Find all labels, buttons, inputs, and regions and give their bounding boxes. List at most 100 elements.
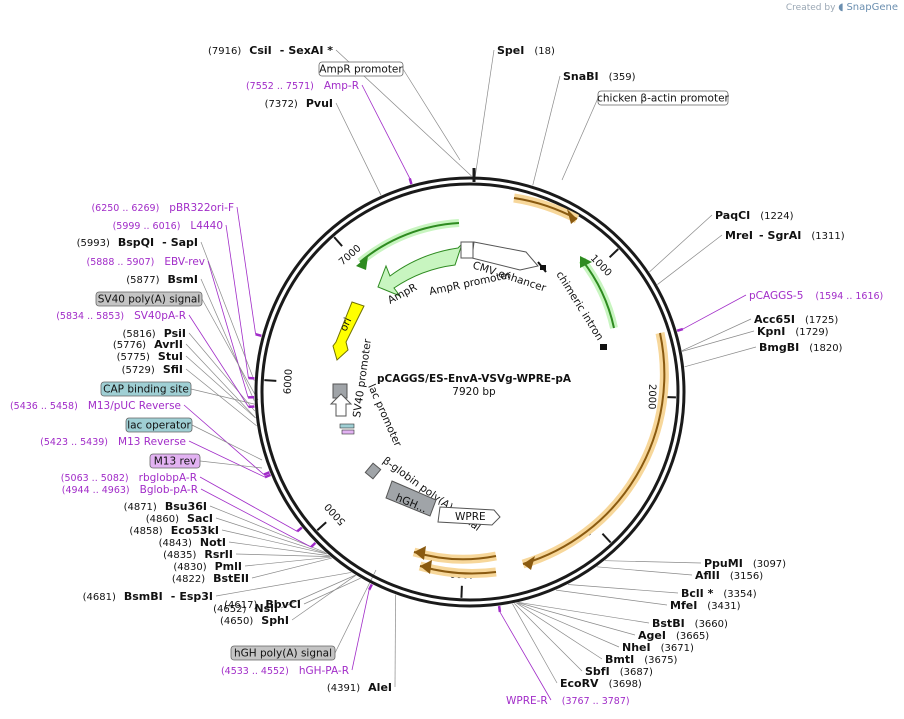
leader-rsrii: [235, 553, 331, 557]
primer-wpre-r[interactable]: WPRE-R(3767 .. 3787): [506, 695, 630, 707]
site-bsmi[interactable]: (5877)BsmI: [126, 273, 198, 286]
primer-bglob-pa-r[interactable]: (4944 .. 4963)Bglob-pA-R: [62, 484, 198, 496]
site-agei[interactable]: AgeI(3665): [638, 629, 709, 642]
tick-6000: [264, 379, 277, 382]
box-label-hgh-polya-signal: hGH poly(A) signal: [234, 648, 332, 660]
site-mrei[interactable]: MreI-SgrAI(1311): [725, 229, 845, 242]
site-saci[interactable]: (4860)SacI: [146, 512, 213, 525]
site-kpni[interactable]: KpnI(1729): [757, 325, 829, 338]
site-noti[interactable]: (4843)NotI: [159, 536, 226, 549]
primer-hgh-pa-r[interactable]: (4533 .. 4552)hGH-PA-R: [221, 665, 349, 677]
primer-m13-puc-reverse[interactable]: (5436 .. 5458)M13/pUC Reverse: [10, 400, 181, 412]
site-bsmbi[interactable]: (4681)BsmBI-Esp3I: [83, 590, 213, 603]
site-sbfi[interactable]: SbfI(3687): [585, 665, 653, 678]
box-label-chicken-actin-promoter: chicken β-actin promoter: [597, 93, 729, 105]
site-ecorv[interactable]: EcoRV(3698): [560, 677, 642, 690]
leader-hgh-pa-r: [351, 589, 370, 671]
site-bstbi[interactable]: BstBI(3660): [652, 617, 728, 630]
site-mfei[interactable]: MfeI(3431): [670, 599, 741, 612]
leader-mrei: [657, 234, 723, 285]
site-bbvci[interactable]: (4617)BbvCI: [224, 598, 301, 611]
primer-sv40pa-r[interactable]: (5834 .. 5853)SV40pA-R: [56, 310, 186, 322]
site-sphi[interactable]: (4650)SphI: [220, 614, 289, 627]
site-pmli[interactable]: (4830)PmlI: [173, 560, 242, 573]
lac-promoter-feature[interactable]: [329, 393, 353, 417]
leader-bmti: [516, 602, 603, 660]
ampr-promoter-feature: [460, 241, 474, 259]
site-bmti[interactable]: BmtI(3675): [605, 653, 678, 666]
ori-feature[interactable]: [332, 301, 365, 361]
box-chicken-actin-promoter[interactable]: [597, 90, 729, 106]
site-rsrii[interactable]: (4835)RsrII: [163, 548, 233, 561]
tick-label-2000: 2000: [646, 384, 658, 410]
site-alei[interactable]: (4391)AleI: [327, 681, 392, 694]
site-spei[interactable]: SpeI(18): [497, 44, 555, 57]
orange-features: [412, 193, 669, 579]
site-nhei[interactable]: NheI(3671): [622, 641, 694, 654]
box-hgh-polya-signal[interactable]: [230, 645, 336, 661]
tick-4000: [460, 585, 463, 598]
site-psii[interactable]: (5816)PsiI: [122, 327, 186, 340]
primer-pcaggs-5[interactable]: pCAGGS-5(1594 .. 1616): [749, 290, 883, 302]
primer-amp-r[interactable]: (7552 .. 7571)Amp-R: [246, 80, 359, 92]
leader-chicken-actin-promoter: [561, 97, 599, 181]
primer-mark-wpre-r: [497, 605, 502, 613]
site-avrii[interactable]: (5776)AvrII: [113, 338, 183, 351]
site-bspqi[interactable]: (5993)BspQI-SapI: [77, 236, 198, 249]
site-eco53ki[interactable]: (4858)Eco53kI: [129, 524, 219, 537]
leader-amp-r: [361, 84, 411, 179]
green-arc-1: [359, 222, 460, 263]
leader-nhei: [516, 602, 620, 648]
site-csii[interactable]: (7916)CsiI-SexAI *: [208, 44, 333, 57]
primer-mark-m13-puc-reverse: [263, 471, 270, 476]
site-aflii[interactable]: AflII(3156): [695, 569, 763, 582]
orange-arc-2: [522, 332, 666, 565]
leader-bmgbi: [684, 346, 757, 368]
ampr-feature[interactable]: [377, 243, 463, 298]
primer-ebv-rev[interactable]: (5888 .. 5907)EBV-rev: [87, 256, 206, 268]
box-m13-rev[interactable]: [149, 453, 201, 469]
site-sfii[interactable]: (5729)SfiI: [122, 363, 183, 376]
box-lac-operator[interactable]: [125, 417, 193, 433]
site-stui[interactable]: (5775)StuI: [117, 350, 183, 363]
primer-pbr322ori-f[interactable]: (6250 .. 6269)pBR322ori-F: [91, 202, 234, 214]
leader-bsmi: [200, 278, 255, 401]
primer-mark-bglob-pa-r: [310, 541, 317, 548]
leader-mfei: [555, 589, 668, 606]
primer-m13-reverse[interactable]: (5423 .. 5439)M13 Reverse: [40, 436, 186, 448]
box-label-m13-rev: M13 rev: [154, 456, 197, 468]
site-bcli[interactable]: BclI *(3354): [681, 587, 757, 600]
site-bmgbi[interactable]: BmgBI(1820): [759, 341, 843, 354]
leader-m13-reverse: [188, 440, 266, 478]
box-label-lac-operator: lac operator: [127, 420, 191, 432]
leader-pbr322ori-f: [236, 206, 257, 335]
leader-cap-binding-site: [190, 388, 259, 406]
hgh-feature[interactable]: [385, 480, 437, 517]
feature-box-labels: AmpR promoter chicken β-actin promoterSV4…: [95, 61, 730, 661]
leader-ebv-rev: [207, 260, 249, 398]
leader-saci: [215, 517, 328, 555]
box-cap-binding-site[interactable]: [100, 381, 192, 397]
site-pvui[interactable]: (7372)PvuI: [265, 97, 333, 110]
ampr-promoter-label: AmpR promoter: [428, 269, 513, 298]
cap-site-feature: [341, 429, 355, 435]
box-ampr-promoter[interactable]: [318, 61, 404, 77]
site-nsii[interactable]: (4652)NsiI: [213, 602, 278, 615]
site-ppumi[interactable]: PpuMI(3097): [704, 557, 786, 570]
tick-label-6000: 6000: [283, 369, 295, 395]
primer-l4440[interactable]: (5999 .. 6016)L4440: [113, 220, 223, 232]
leader-paqci: [649, 214, 713, 273]
site-snabi[interactable]: SnaBI(359): [563, 70, 636, 83]
leader-ecorv: [512, 603, 558, 684]
site-paqci[interactable]: PaqCI(1224): [715, 209, 794, 222]
site-bsteii[interactable]: (4822)BstEII: [172, 572, 249, 585]
box-sv40-polya-signal[interactable]: [95, 291, 203, 307]
wpre-feature[interactable]: [437, 506, 501, 526]
green-features: [356, 219, 618, 329]
leader-lines: [183, 49, 757, 701]
sv40-promoter-label: SV40 promoter: [351, 338, 374, 419]
site-bsu36i[interactable]: (4871)Bsu36I: [124, 500, 207, 513]
leader-bcli: [567, 584, 679, 594]
primer-rbglobpa-r[interactable]: (5063 .. 5082)rbglobpA-R: [61, 472, 197, 484]
site-acc65i[interactable]: Acc65I(1725): [754, 313, 838, 326]
